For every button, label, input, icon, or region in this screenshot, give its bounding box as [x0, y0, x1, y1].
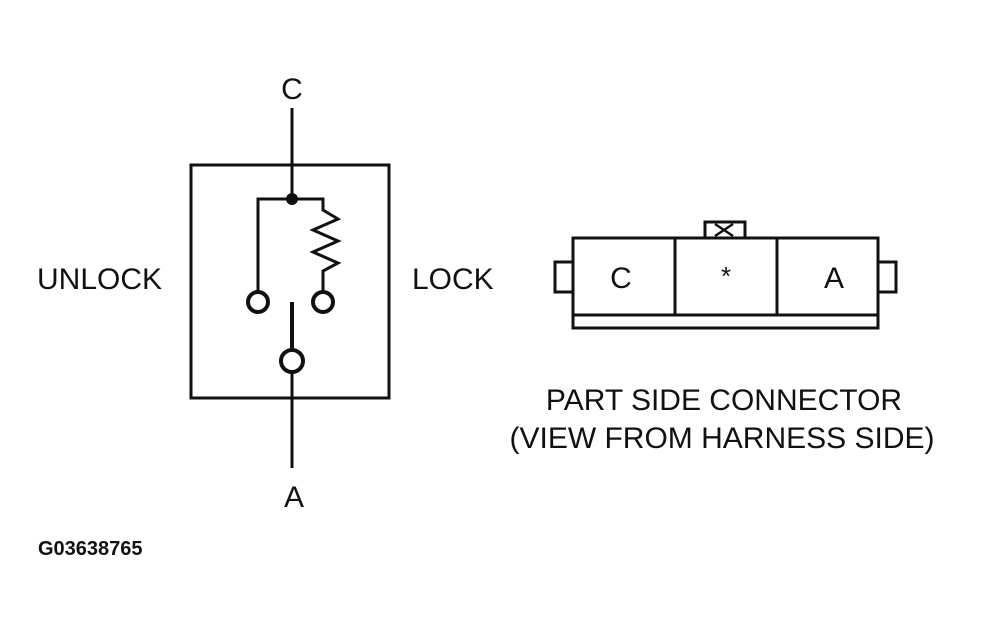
figure-id: G03638765	[38, 538, 143, 560]
connector-pin-a: A	[824, 262, 844, 295]
lock-label: LOCK	[412, 263, 494, 296]
unlock-label: UNLOCK	[37, 263, 162, 296]
connector-caption-line1: PART SIDE CONNECTOR	[546, 384, 902, 417]
common-contact	[279, 348, 305, 374]
part-side-connector	[553, 220, 898, 330]
door-lock-switch-schematic	[189, 108, 391, 468]
resistor-zigzag	[292, 197, 342, 292]
unlock-contact	[246, 290, 270, 314]
locking-latch-tab	[703, 220, 747, 240]
terminal-c-label: C	[281, 73, 303, 106]
connector-caption-line2: (VIEW FROM HARNESS SIDE)	[509, 422, 934, 455]
lock-contact	[311, 290, 335, 314]
unlock-contact-wire	[256, 197, 292, 292]
switch-housing	[189, 163, 391, 400]
latch-cross-2	[714, 222, 734, 238]
connector-pin-unused: *	[721, 261, 731, 291]
connector-pin-c: C	[610, 262, 632, 295]
connector-base-strip	[571, 313, 880, 330]
left-side-tab	[553, 260, 575, 294]
terminal-a-label: A	[284, 481, 304, 514]
right-side-tab	[876, 260, 898, 294]
